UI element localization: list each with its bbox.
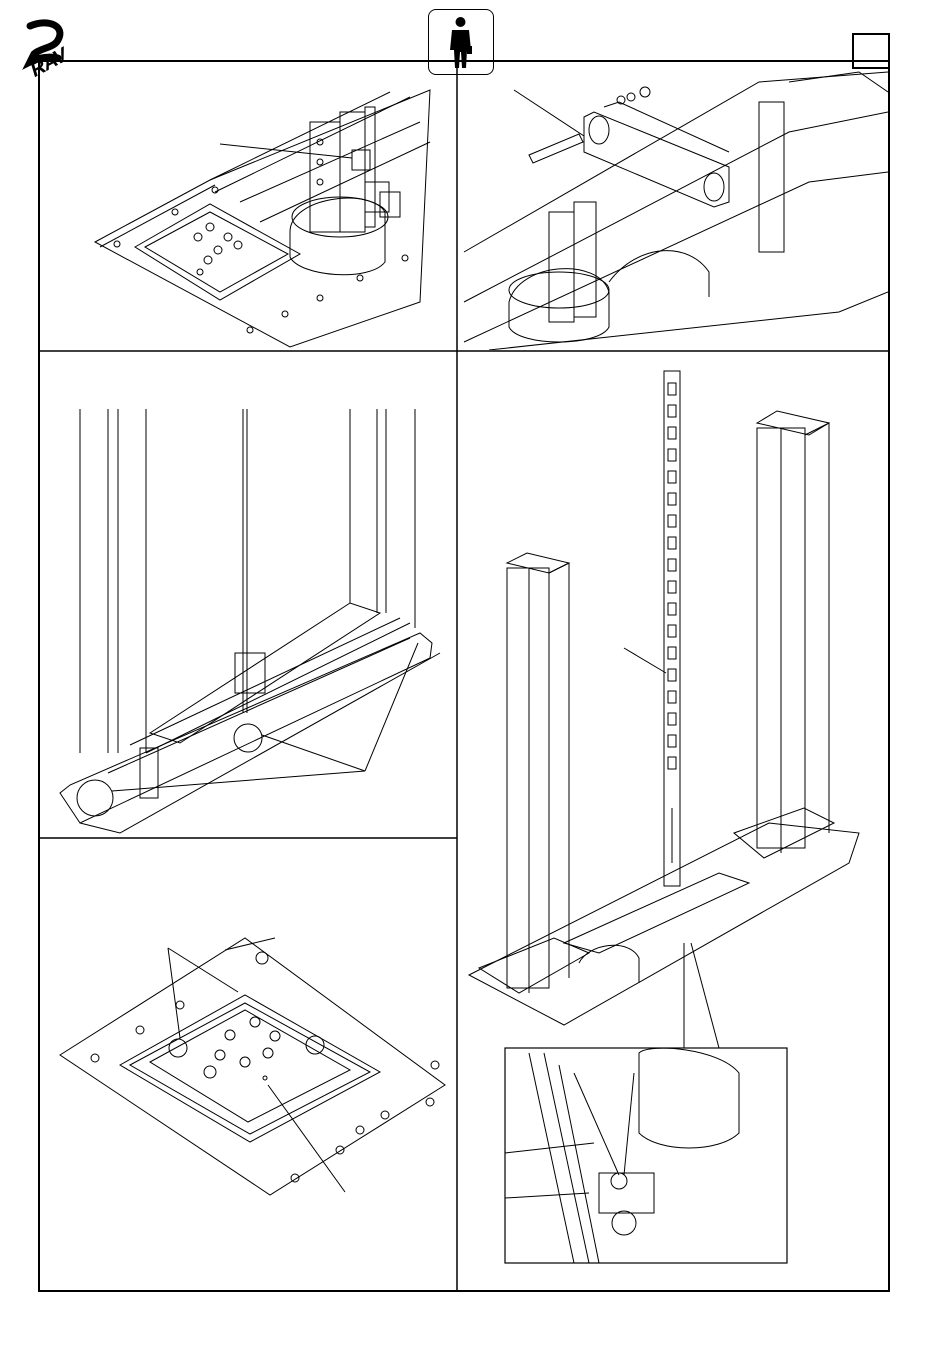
panel-top-right xyxy=(459,62,888,350)
panel-right-tall xyxy=(459,353,888,1290)
panel-top-left xyxy=(40,62,456,350)
panel-middle-left xyxy=(40,353,456,837)
panel-bottom-left xyxy=(40,840,456,1290)
